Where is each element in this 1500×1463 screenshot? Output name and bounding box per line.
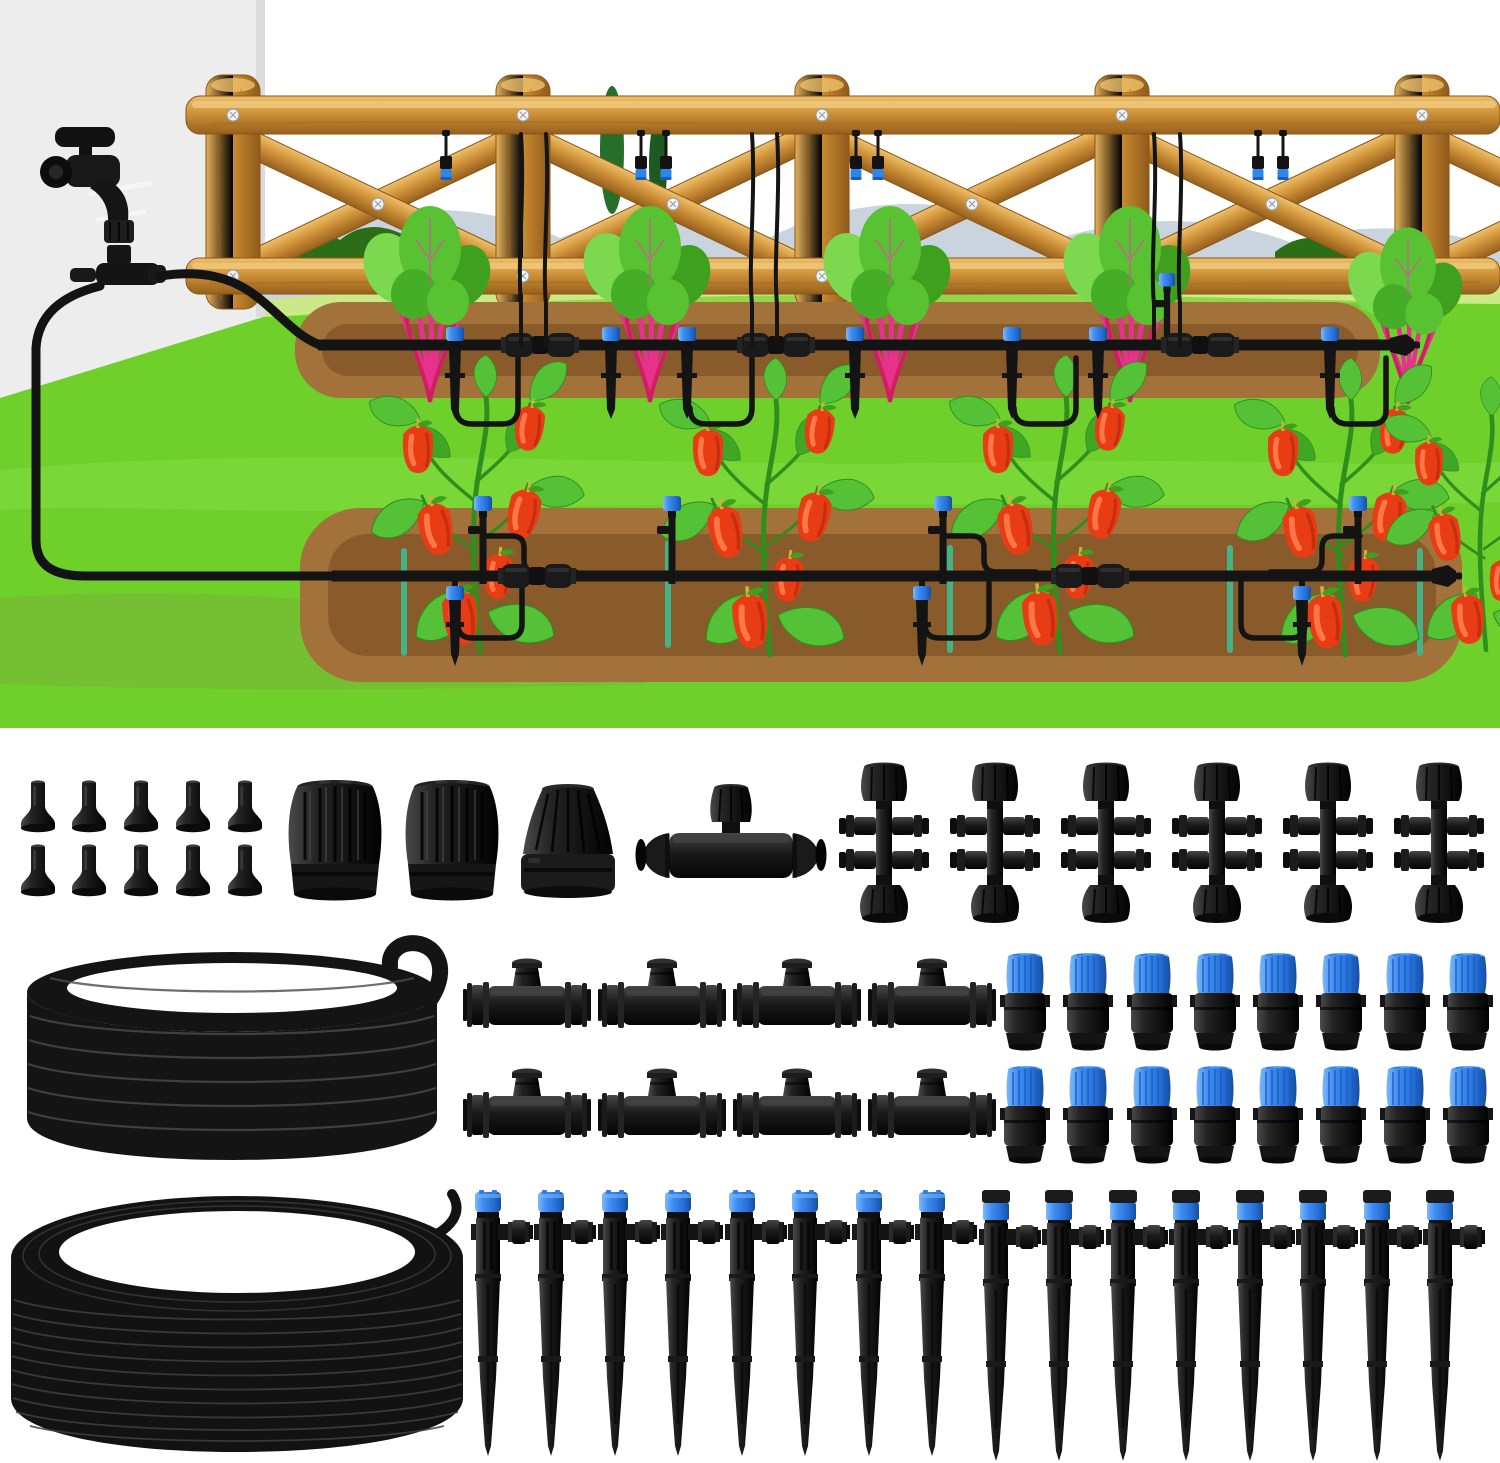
fence-drop-tube [542, 132, 550, 347]
blue-lock-coupling [1189, 1065, 1241, 1165]
plant-support-stick [1227, 545, 1233, 653]
blue-lock-coupling [1315, 1065, 1367, 1165]
kit-parts-area [0, 730, 1500, 1463]
garden-bed-bottom [300, 508, 1462, 682]
blue-lock-coupling [999, 952, 1051, 1052]
blue-lock-coupling [999, 1065, 1051, 1165]
fence-drop-tube [517, 132, 525, 347]
fence-drop-tube [748, 132, 756, 347]
fence-drop-tube [773, 132, 781, 347]
supply-tube-to-bottom-bed [31, 281, 337, 581]
blue-lock-coupling [1189, 952, 1241, 1052]
blue-lock-coupling [1126, 1065, 1178, 1165]
blue-lock-coupling [1442, 1065, 1494, 1165]
blue-lock-coupling [1062, 952, 1114, 1052]
blue-lock-coupling [1442, 952, 1494, 1052]
inline-coupling [1161, 333, 1239, 357]
blue-lock-coupling [1379, 1065, 1431, 1165]
fence-drop-tube [1150, 132, 1158, 347]
blue-lock-coupling [1379, 952, 1431, 1052]
tube-loops-top-bed [453, 355, 1389, 427]
blue-lock-coupling [1252, 952, 1304, 1052]
supply-tube-to-top-bed [155, 269, 325, 350]
tubing-coil-thin [11, 1189, 463, 1452]
inline-coupling [501, 333, 579, 357]
faucet-assembly [40, 127, 166, 285]
blue-lock-coupling [1252, 1065, 1304, 1165]
garden-scene [0, 0, 1500, 730]
tubing-coil-thick [27, 935, 449, 1160]
faucet-adapter-cap [404, 778, 500, 902]
blue-lock-coupling [1126, 952, 1178, 1052]
faucet-adapter-cap [287, 778, 383, 902]
plant-support-stick [401, 548, 407, 656]
fence-drop-tube [1176, 132, 1184, 347]
blue-lock-coupling [1315, 952, 1367, 1052]
inline-coupling [1051, 564, 1129, 588]
inline-coupling [498, 564, 576, 588]
blue-lock-coupling [1062, 1065, 1114, 1165]
supply-tubing [31, 269, 337, 581]
